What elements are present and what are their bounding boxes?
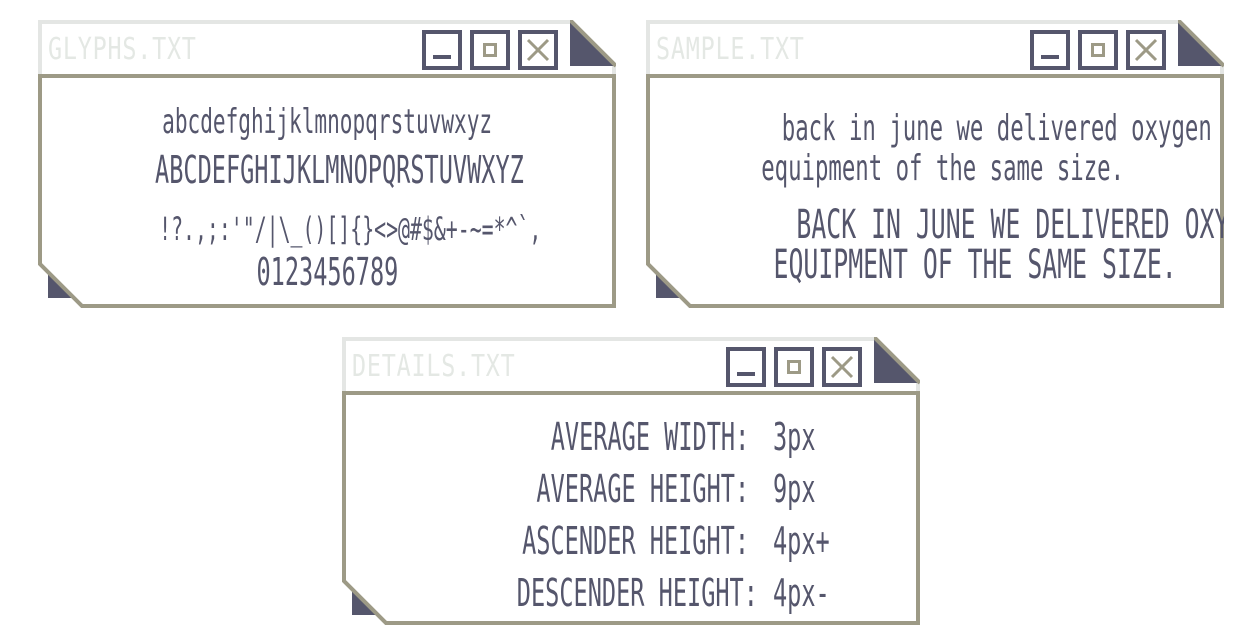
close-button[interactable] xyxy=(518,30,558,70)
close-button[interactable] xyxy=(822,347,862,387)
glyphs-titlebar[interactable]: GLYPHS.TXT xyxy=(38,20,616,76)
detail-label: DESCENDER HEIGHT: xyxy=(516,571,758,615)
sample-lowercase-line-1: back in june we delivered oxygen xyxy=(781,108,1212,149)
corner-fold-icon xyxy=(646,262,692,308)
sample-lowercase-line-2: equipment of the same size. xyxy=(761,148,1125,189)
minimize-button[interactable] xyxy=(726,347,766,387)
sample-content: back in june we delivered oxygen equipme… xyxy=(646,74,1224,308)
glyphs-digits: 0123456789 xyxy=(256,250,398,294)
corner-fold-icon xyxy=(38,262,84,308)
detail-row-descender-height: DESCENDER HEIGHT: 4px- xyxy=(346,571,916,615)
close-icon xyxy=(526,38,550,62)
detail-row-average-width: AVERAGE WIDTH: 3px xyxy=(346,415,916,459)
glyphs-uppercase: ABCDEFGHIJKLMNOPQRSTUVWXYZ xyxy=(155,148,524,192)
glyphs-punctuation: !?.,;:'"/|\_()[]{}<>@#$&+-~=*^`, xyxy=(159,210,542,248)
corner-fold-icon xyxy=(342,579,388,625)
glyphs-window-title: GLYPHS.TXT xyxy=(48,32,197,67)
close-icon xyxy=(1134,38,1158,62)
sample-window: SAMPLE.TXT back in june we delivered oxy… xyxy=(646,20,1224,308)
corner-fold-icon xyxy=(570,20,616,68)
detail-value: 3px xyxy=(773,415,816,459)
glyphs-window: GLYPHS.TXT abcdefghijklmnopqrstuvwxyz AB… xyxy=(38,20,616,308)
sample-window-title: SAMPLE.TXT xyxy=(656,32,805,67)
detail-value: 4px+ xyxy=(773,519,830,563)
glyphs-lowercase: abcdefghijklmnopqrstuvwxyz xyxy=(162,102,492,142)
detail-row-ascender-height: ASCENDER HEIGHT: 4px+ xyxy=(346,519,916,563)
details-window: DETAILS.TXT AVERAGE WIDTH: 3px AVERAGE H… xyxy=(342,337,920,625)
detail-value: 9px xyxy=(773,467,816,511)
detail-label: ASCENDER HEIGHT: xyxy=(522,519,749,563)
maximize-button[interactable] xyxy=(774,347,814,387)
sample-uppercase-line-2: EQUIPMENT OF THE SAME SIZE. xyxy=(773,242,1177,288)
sample-titlebar[interactable]: SAMPLE.TXT xyxy=(646,20,1224,76)
details-content: AVERAGE WIDTH: 3px AVERAGE HEIGHT: 9px A… xyxy=(342,391,920,625)
sample-uppercase-line-1: BACK IN JUNE WE DELIVERED OXYGEN xyxy=(796,202,1260,248)
minimize-button[interactable] xyxy=(422,30,462,70)
maximize-button[interactable] xyxy=(1078,30,1118,70)
corner-fold-icon xyxy=(1178,20,1224,68)
detail-label: AVERAGE WIDTH: xyxy=(550,415,749,459)
detail-row-average-height: AVERAGE HEIGHT: 9px xyxy=(346,467,916,511)
close-button[interactable] xyxy=(1126,30,1166,70)
details-titlebar[interactable]: DETAILS.TXT xyxy=(342,337,920,393)
minimize-button[interactable] xyxy=(1030,30,1070,70)
detail-value: 4px- xyxy=(773,571,830,615)
maximize-button[interactable] xyxy=(470,30,510,70)
close-icon xyxy=(830,355,854,379)
details-window-title: DETAILS.TXT xyxy=(352,349,516,384)
corner-fold-icon xyxy=(874,337,920,385)
glyphs-content: abcdefghijklmnopqrstuvwxyz ABCDEFGHIJKLM… xyxy=(38,74,616,308)
detail-label: AVERAGE HEIGHT: xyxy=(536,467,749,511)
